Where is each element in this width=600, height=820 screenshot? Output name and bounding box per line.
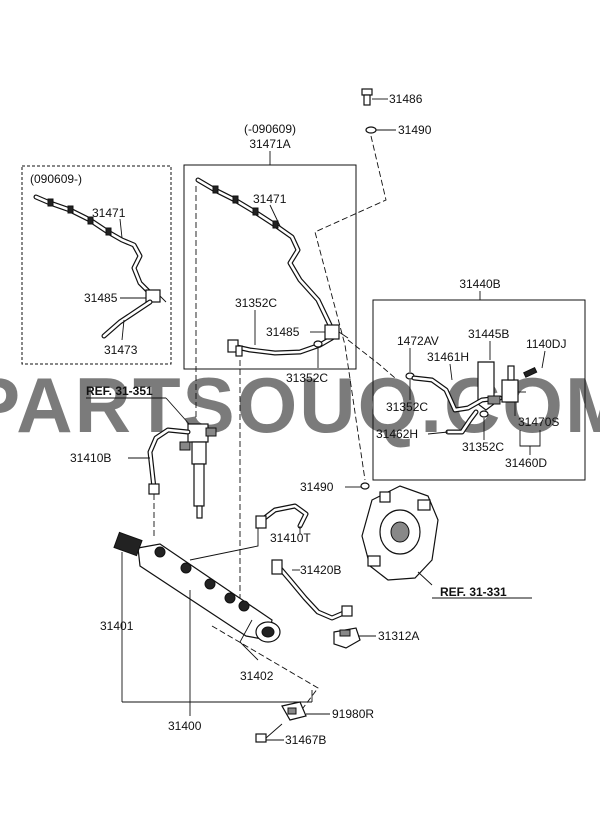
group-box-090609-later bbox=[21, 165, 172, 365]
part-1140dj-bolt bbox=[523, 366, 538, 378]
leader-31462h bbox=[427, 431, 449, 435]
label-31445b: 31445B bbox=[468, 327, 509, 341]
label-31485-left: 31485 bbox=[84, 291, 118, 305]
part-31410t-pipe bbox=[255, 503, 309, 529]
part-31485-fitting-mid bbox=[313, 324, 349, 348]
watermark: PARTSOUQ.COM bbox=[0, 361, 600, 449]
label-31352c-r1: 31352C bbox=[386, 400, 428, 414]
part-91980r-clip bbox=[281, 701, 307, 721]
leader-31410t-to-rail bbox=[189, 528, 259, 561]
part-31471-fuel-pipe-left bbox=[33, 194, 155, 298]
part-31490-washer-mid bbox=[360, 482, 370, 490]
dashed-link-mid-to-right bbox=[347, 339, 396, 379]
leader-1140dj bbox=[541, 350, 546, 369]
label-91980r: 91980R bbox=[332, 707, 374, 721]
ref-31-351: REF. 31-351 bbox=[86, 384, 153, 398]
label-31460d: 31460D bbox=[505, 456, 547, 470]
label-1140dj: 1140DJ bbox=[526, 337, 566, 351]
label-31473: 31473 bbox=[104, 343, 138, 357]
label-31312a: 31312A bbox=[378, 629, 419, 643]
label-31467b: 31467B bbox=[285, 733, 326, 747]
part-31312a-bracket bbox=[333, 627, 361, 649]
ref-31-331: REF. 31-331 bbox=[440, 585, 507, 599]
part-31471-fuel-pipe-mid bbox=[195, 177, 333, 328]
part-31410b-injector-pipe bbox=[147, 427, 191, 495]
part-31461h-hose bbox=[411, 375, 503, 413]
label-31486: 31486 bbox=[389, 92, 423, 106]
dashed-link-bolt-to-pump bbox=[314, 135, 387, 481]
leader-31471-mid bbox=[269, 204, 281, 227]
label-31402: 31402 bbox=[240, 669, 274, 683]
part-31470s-valve bbox=[487, 365, 526, 405]
label-31471-left: 31471 bbox=[92, 206, 126, 220]
part-31490-washer-top bbox=[365, 126, 377, 134]
label-31471-mid: 31471 bbox=[253, 192, 287, 206]
part-high-pressure-pump bbox=[361, 485, 439, 581]
label-31470s: 31470S bbox=[518, 415, 559, 429]
label-1472av: 1472AV bbox=[397, 334, 439, 348]
ref-31-331-arrow bbox=[417, 571, 433, 586]
part-31485-fitting-left bbox=[145, 289, 167, 303]
label-31490-top: 31490 bbox=[398, 123, 432, 137]
label-31485-mid: 31485 bbox=[266, 325, 300, 339]
label-31401: 31401 bbox=[100, 619, 134, 633]
label-31420b: 31420B bbox=[300, 563, 341, 577]
label-31490-mid: 31490 bbox=[300, 480, 334, 494]
part-31462h-hose bbox=[445, 409, 479, 435]
leader-31473 bbox=[121, 319, 125, 341]
part-31420b-pipe bbox=[271, 559, 353, 621]
label-31410t: 31410T bbox=[270, 531, 311, 545]
leader-31461h bbox=[449, 363, 453, 381]
part-31473-return-hose bbox=[101, 299, 153, 339]
group-box-31440b bbox=[372, 299, 586, 481]
dashed-link-rail-to-91980r bbox=[211, 625, 319, 713]
label-31352c-lower: 31352C bbox=[286, 371, 328, 385]
label-31400: 31400 bbox=[168, 719, 202, 733]
part-31467b-bolt bbox=[255, 723, 283, 743]
leader-31471-left bbox=[119, 218, 123, 239]
label-31352c-upper: 31352C bbox=[235, 296, 277, 310]
label-31410b: 31410B bbox=[70, 451, 111, 465]
part-31400-common-rail bbox=[113, 531, 281, 643]
left-box-note: (090609-) bbox=[30, 172, 82, 186]
mid-box-code: 31471A bbox=[249, 137, 290, 151]
mid-box-note: (-090609) bbox=[244, 122, 296, 136]
label-31462h: 31462H bbox=[376, 427, 418, 441]
ref-31-351-arrow bbox=[165, 397, 191, 426]
part-31486-bolt bbox=[361, 88, 373, 106]
label-31461h: 31461H bbox=[427, 350, 469, 364]
part-injector bbox=[179, 423, 217, 519]
right-box-code: 31440B bbox=[459, 277, 500, 291]
part-31352c-clip-r2 bbox=[479, 410, 489, 418]
label-31352c-r2: 31352C bbox=[462, 440, 504, 454]
